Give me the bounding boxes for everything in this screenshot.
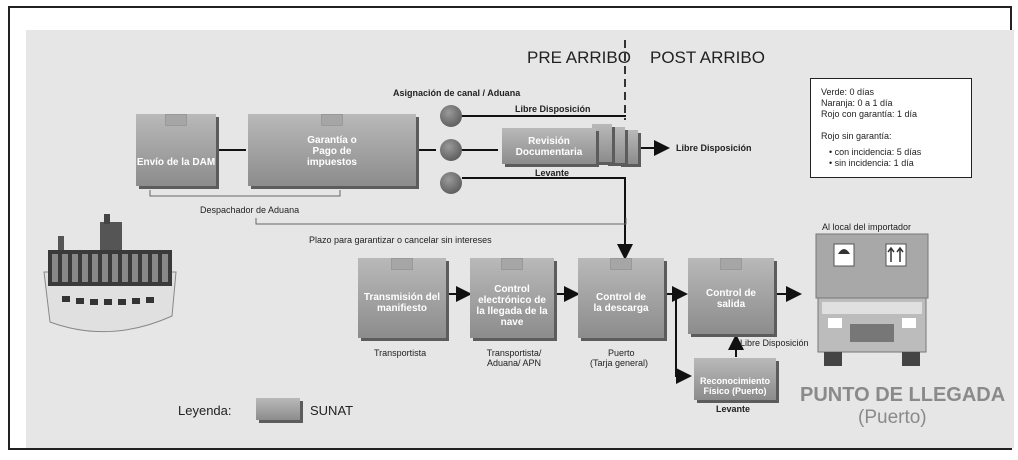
reconocimiento-label: Reconocimiento Físico (Puerto) (699, 376, 770, 396)
garantia-box: Garantía o Pago de impuestos (248, 114, 416, 186)
canal-verde-circle (440, 105, 462, 127)
tarja-label: (Tarja general) (590, 358, 649, 368)
revision-label: Revisión Documentaria (515, 136, 583, 158)
info-naranja: Naranja: 0 a 1 día (821, 98, 893, 108)
control-salida-box: Control de salida (688, 258, 774, 334)
control-descarga-box: Control de la descarga (578, 258, 664, 338)
control-llegada-box: Control electrónico de la llegada de la … (470, 258, 554, 338)
destination-title: PUNTO DE LLEGADA (800, 384, 1006, 406)
envio-dam-label: Envío de la DAM (136, 157, 216, 168)
info-con-incidencia: • con incidencia: 5 días (829, 147, 922, 157)
levante-bottom: Levante (716, 404, 751, 414)
libre-disposicion-top: Libre Disposición (515, 104, 591, 114)
despachador-label: Despachador de Aduana (200, 205, 300, 215)
transmision-label: Transmisión del manifiesto (363, 292, 441, 314)
destination-subtitle: (Puerto) (858, 407, 927, 428)
control-salida-label: Control de salida (706, 288, 756, 310)
transportista-apn-label: Transportista/ Aduana/ APN (486, 348, 542, 368)
levante-top: Levante (535, 168, 570, 178)
info-sin-incidencia: • sin incidencia: 1 día (829, 158, 914, 168)
reconocimiento-box: Reconocimiento Físico (Puerto) (694, 358, 776, 400)
importer-label: Al local del importador (822, 222, 912, 232)
revision-stack-2 (592, 124, 612, 162)
legend-title: Leyenda: (178, 403, 232, 418)
transportista-label: Transportista (374, 348, 427, 358)
control-descarga-label: Control de la descarga (593, 292, 649, 314)
legend-item: SUNAT (310, 403, 354, 418)
ship-image (43, 214, 177, 333)
plazo-label: Plazo para garantizar o cancelar sin int… (309, 235, 492, 245)
info-verde: Verde: 0 días (821, 87, 875, 97)
puerto-label: Puerto (608, 348, 635, 358)
control-llegada-label: Control electrónico de la llegada de la … (476, 284, 548, 328)
envio-dam-box: Envío de la DAM (136, 114, 216, 186)
canal-label: Asignación de canal / Aduana (393, 88, 521, 98)
transmision-box: Transmisión del manifiesto (358, 258, 446, 338)
info-rojo-garantia: Rojo con garantía: 1 día (821, 109, 918, 119)
legend-swatch (256, 398, 300, 420)
libre-disposicion-bottom: Libre Disposición (740, 338, 809, 348)
libre-disposicion-right: Libre Disposición (676, 143, 752, 153)
post-arribo-label: POST ARRIBO (650, 48, 765, 67)
channel-times-box: Verde: 0 días Naranja: 0 a 1 día Rojo co… (810, 78, 972, 178)
revision-box: Revisión Documentaria (502, 128, 596, 164)
canal-rojo-circle (440, 172, 462, 194)
pre-arribo-label: PRE ARRIBO (527, 48, 631, 67)
truck-image (815, 233, 929, 366)
garantia-label: Garantía o Pago de impuestos (306, 135, 357, 168)
info-rojo-sin-garantia: Rojo sin garantía: (821, 131, 892, 141)
canal-naranja-circle (440, 139, 462, 161)
